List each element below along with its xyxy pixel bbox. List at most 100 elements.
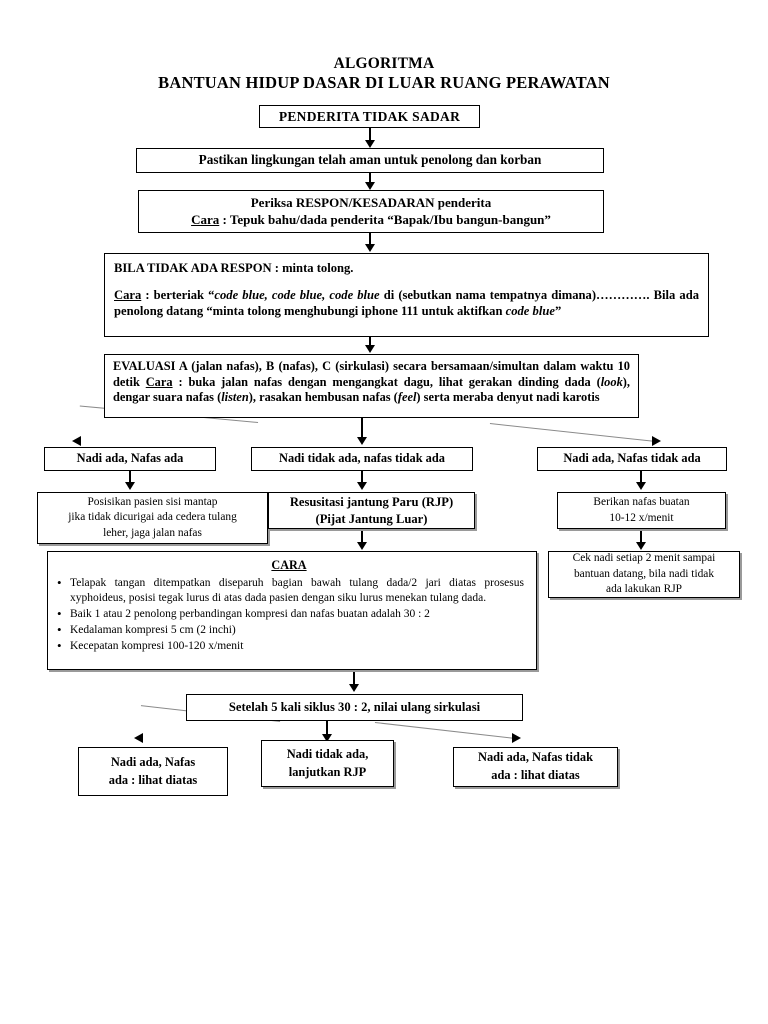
arrow-periksa-to-bila <box>369 233 371 245</box>
node-result-nadi-ada-nafas-tidak: Nadi ada, Nafas tidak ada <box>537 447 727 471</box>
bila-num-111: 111 <box>400 304 419 319</box>
bila-seg4: ” <box>554 304 562 319</box>
arrowhead-bila-to-evaluasi <box>365 345 375 353</box>
arrowhead-nafas-buatan-to-cek-nadi <box>636 542 646 550</box>
bottom-right-line2: ada : lihat diatas <box>491 768 580 782</box>
node-bottom-nadi-ada-nafas-tidak: Nadi ada, Nafas tidak ada : lihat diatas <box>453 747 618 787</box>
bila-line1: BILA TIDAK ADA RESPON : minta tolong. <box>114 261 354 275</box>
node-penderita-tidak-sadar: PENDERITA TIDAK SADAR <box>259 105 480 128</box>
node-bila-tidak-ada-respon: BILA TIDAK ADA RESPON : minta tolong. Ca… <box>104 253 709 337</box>
arrowhead-result-mid-to-rjp <box>357 482 367 490</box>
arrow-setelah-to-bottom-mid <box>326 721 328 735</box>
node-posisikan-pasien: Posisikan pasien sisi mantap jika tidak … <box>37 492 268 544</box>
evaluasi-feel: feel <box>397 390 417 404</box>
node-cek-nadi-2-menit: Cek nadi setiap 2 menit sampai bantuan d… <box>548 551 740 598</box>
rjp-line2: (Pijat Jantung Luar) <box>315 511 428 526</box>
arrow-pastikan-to-periksa <box>369 173 371 183</box>
arrow-bila-to-evaluasi <box>369 337 371 346</box>
evaluasi-seg5: ) serta meraba denyut nadi karotis <box>416 390 600 404</box>
arrowhead-result-right-to-nafas-buatan <box>636 482 646 490</box>
evaluasi-paragraph: EVALUASI A (jalan nafas), B (nafas), C (… <box>113 359 630 406</box>
arrowhead-periksa-to-bila <box>365 244 375 252</box>
cara-bullet-2: Baik 1 atau 2 penolong perbandingan komp… <box>57 606 524 623</box>
bottom-mid-line2: lanjutkan RJP <box>288 764 367 779</box>
arrow-evaluasi-to-result-mid <box>361 418 363 438</box>
arrow-evaluasi-to-result-right <box>489 423 657 443</box>
bila-cara-paragraph: Cara : berteriak “code blue, code blue, … <box>114 287 699 319</box>
arrowhead-result-left-to-posisikan <box>125 482 135 490</box>
node-cara-kompresi: CARA Telapak tangan ditempatkan diseparu… <box>47 551 537 670</box>
node-berikan-nafas-buatan: Berikan nafas buatan 10-12 x/menit <box>557 492 726 529</box>
arrowhead-evaluasi-to-result-right <box>652 436 661 446</box>
arrow-setelah-to-bottom-right <box>374 722 515 739</box>
cara-bullet-4: Kecepatan kompresi 100-120 x/menit <box>57 638 524 655</box>
arrow-cara-to-setelah <box>353 670 355 685</box>
arrowhead-evaluasi-to-result-left <box>72 436 81 446</box>
cara-bullet-3: Kedalaman kompresi 5 cm (2 inchi) <box>57 622 524 639</box>
arrow-penderita-to-pastikan <box>369 128 371 141</box>
page-title-line2: BANTUAN HIDUP DASAR DI LUAR RUANG PERAWA… <box>158 73 610 92</box>
cek-nadi-line1: Cek nadi setiap 2 menit sampai <box>572 552 716 565</box>
arrowhead-setelah-to-bottom-right <box>512 733 521 743</box>
arrowhead-setelah-to-bottom-left <box>134 733 143 743</box>
node-periksa-line2: Cara : Tepuk bahu/dada penderita “Bapak/… <box>191 212 551 229</box>
arrow-result-left-to-posisikan <box>129 471 131 483</box>
arrowhead-penderita-to-pastikan <box>365 140 375 148</box>
bila-seg3: untuk aktifkan <box>418 304 506 319</box>
node-bottom-nadi-tidak-ada: Nadi tidak ada, lanjutkan RJP <box>261 740 394 787</box>
result-left-label: Nadi ada, Nafas ada <box>76 451 184 466</box>
cara-title: CARA <box>271 558 307 572</box>
posisikan-line3: leher, jaga jalan nafas <box>103 526 202 539</box>
bottom-mid-line1: Nadi tidak ada, <box>286 746 369 761</box>
posisikan-line2: jika tidak dicurigai ada cedera tulang <box>68 511 237 524</box>
posisikan-line1: Posisikan pasien sisi mantap <box>87 495 218 508</box>
rjp-line1: Resusitasi jantung Paru (RJP) <box>289 495 454 510</box>
node-result-nadi-tidak-nafas-tidak: Nadi tidak ada, nafas tidak ada <box>251 447 473 471</box>
bila-seg1: : berteriak “ <box>141 288 215 303</box>
nafas-buatan-line2: 10-12 x/menit <box>609 511 674 524</box>
evaluasi-look: look <box>600 374 623 389</box>
bottom-right-line1: Nadi ada, Nafas tidak <box>478 750 593 765</box>
arrow-result-right-to-nafas-buatan <box>640 471 642 483</box>
arrowhead-evaluasi-to-result-mid <box>357 437 367 445</box>
cara-bullet-1: Telapak tangan ditempatkan diseparuh bag… <box>57 575 524 606</box>
cara-bullet-list: Telapak tangan ditempatkan diseparuh bag… <box>54 575 524 655</box>
arrowhead-pastikan-to-periksa <box>365 182 375 190</box>
node-periksa-line1: Periksa RESPON/KESADARAN penderita <box>250 194 492 210</box>
node-pastikan-lingkungan: Pastikan lingkungan telah aman untuk pen… <box>136 148 604 173</box>
nafas-buatan-line1: Berikan nafas buatan <box>593 496 690 509</box>
evaluasi-seg3: ), dengar suara nafas ( <box>113 374 630 405</box>
cek-nadi-line3: ada lakukan RJP <box>606 583 682 596</box>
evaluasi-seg2: : buka jalan nafas dengan mengangkat dag… <box>172 374 601 389</box>
bila-seg2: di (sebutkan nama tempatnya dimana)………….… <box>114 288 700 319</box>
node-penderita-label: PENDERITA TIDAK SADAR <box>278 108 461 124</box>
bila-code-blue-1: code blue, code blue, code blue <box>214 288 380 303</box>
cek-nadi-line2: bantuan datang, bila nadi tidak <box>573 567 715 580</box>
arrow-result-mid-to-rjp <box>361 471 363 483</box>
node-bottom-nadi-ada-nafas-ada: Nadi ada, Nafas ada : lihat diatas <box>78 747 228 796</box>
arrowhead-setelah-to-bottom-mid <box>322 734 332 742</box>
node-evaluasi-abc: EVALUASI A (jalan nafas), B (nafas), C (… <box>104 354 639 418</box>
result-mid-label: Nadi tidak ada, nafas tidak ada <box>279 451 445 466</box>
node-resusitasi-jantung-paru: Resusitasi jantung Paru (RJP) (Pijat Jan… <box>268 492 475 529</box>
evaluasi-cara-label: Cara <box>145 374 173 389</box>
bottom-left-line2: ada : lihat diatas <box>108 772 198 787</box>
page-title-line1: ALGORITMA <box>333 55 435 72</box>
periksa-cara-rest: : Tepuk bahu/dada penderita “Bapak/Ibu b… <box>219 211 551 227</box>
arrowhead-cara-to-setelah <box>349 684 359 692</box>
node-periksa-respon: Periksa RESPON/KESADARAN penderita Cara … <box>138 190 604 233</box>
node-setelah-5-siklus: Setelah 5 kali siklus 30 : 2, nilai ulan… <box>186 694 523 721</box>
node-pastikan-label: Pastikan lingkungan telah aman untuk pen… <box>198 152 542 168</box>
evaluasi-seg4: ), rasakan hembusan nafas ( <box>248 390 398 404</box>
bottom-left-line1: Nadi ada, Nafas <box>110 754 196 769</box>
result-right-label: Nadi ada, Nafas tidak ada <box>563 451 701 466</box>
arrow-nafas-buatan-to-cek-nadi <box>640 529 642 543</box>
setelah-label: Setelah 5 kali siklus 30 : 2, nilai ulan… <box>228 700 481 715</box>
bila-code-blue-2: code blue <box>505 304 555 319</box>
evaluasi-listen: listen <box>221 390 249 404</box>
bila-cara-label: Cara <box>114 288 142 303</box>
arrow-rjp-to-cara <box>361 529 363 543</box>
arrowhead-rjp-to-cara <box>357 542 367 550</box>
evaluasi-seg1: EVALUASI A (jalan nafas), B (nafas), C (… <box>113 359 630 389</box>
